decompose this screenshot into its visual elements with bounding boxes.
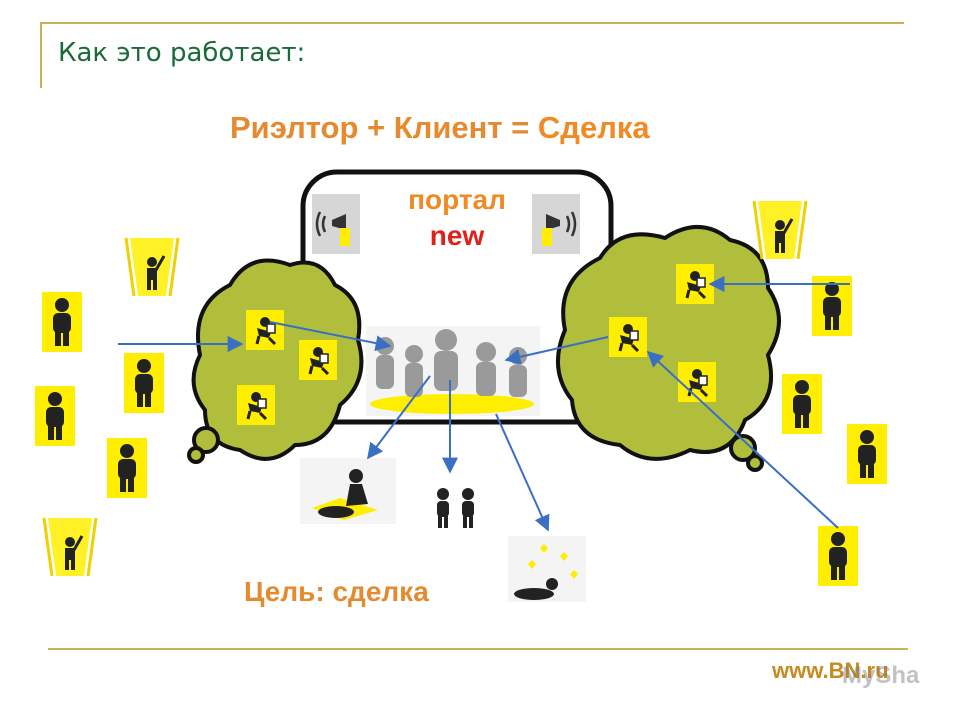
- realtor-icon: [607, 315, 649, 359]
- megaphone-icon: [310, 192, 362, 256]
- clients-cloud: [555, 225, 781, 472]
- formula-result: Сделка: [537, 110, 650, 145]
- realtor-icon: [674, 262, 716, 306]
- goal-caption: Цель: сделка: [244, 576, 429, 607]
- bottom-rule: [48, 648, 908, 650]
- top-rule: [40, 22, 904, 24]
- megaphone-icon: [530, 192, 582, 256]
- client-icon: [818, 526, 858, 586]
- flow-arrows: [118, 276, 850, 532]
- realtor-icon: [244, 308, 286, 352]
- portal-label: портал new: [382, 182, 532, 254]
- client-icon: [847, 424, 887, 484]
- slide-title: Как это работает:: [58, 38, 306, 68]
- client-icon: [35, 386, 75, 446]
- crowd-icon: [366, 326, 540, 416]
- website-link[interactable]: www.BN.ru: [772, 658, 889, 683]
- portal-label-line1: портал: [408, 184, 506, 215]
- spotlight-person-icon: [42, 516, 98, 578]
- formula-heading: Риэлтор + Клиент = Сделка: [230, 110, 650, 146]
- realtor-icon: [235, 383, 277, 427]
- couple-icon: [437, 488, 474, 528]
- client-icon: [782, 374, 822, 434]
- title-left-rule: [40, 22, 42, 88]
- client-icon: [42, 292, 82, 352]
- realtor-icon: [676, 360, 718, 404]
- fight-icon: [300, 458, 396, 524]
- client-icon: [124, 353, 164, 413]
- spotlight-person-icon: [752, 199, 808, 261]
- realtors-cloud: [187, 258, 364, 464]
- portal-label-line2: new: [429, 220, 485, 251]
- client-icon: [107, 438, 147, 498]
- spotlight-person-icon: [124, 236, 180, 298]
- formula-text: Риэлтор + Клиент =: [230, 110, 538, 145]
- watermark: MySha: [842, 662, 920, 689]
- realtor-icon: [297, 338, 339, 382]
- hearts-icon: [508, 536, 586, 602]
